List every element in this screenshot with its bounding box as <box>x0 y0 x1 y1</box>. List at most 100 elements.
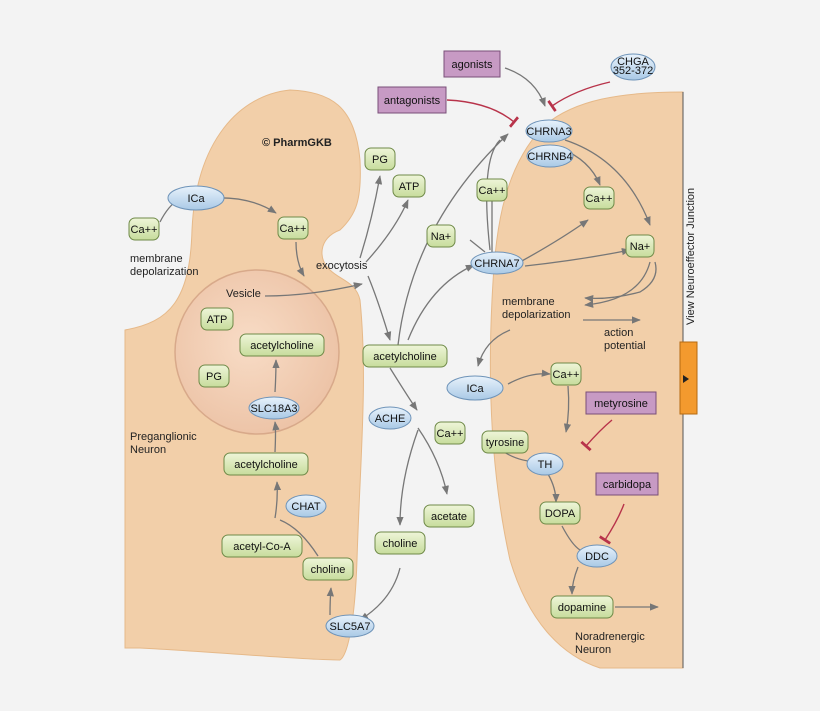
calcium-ion-post-3-label: Ca++ <box>553 369 580 381</box>
svg-text:Preganglionic: Preganglionic <box>130 431 197 443</box>
acetyl-coa[interactable]: acetyl-Co-A <box>221 534 303 558</box>
inhibition-arrows <box>446 81 625 545</box>
ddc-gene-label: DDC <box>585 551 609 563</box>
svg-text:depolarization: depolarization <box>502 309 571 321</box>
atp-cleft[interactable]: ATP <box>392 174 426 198</box>
choline-cleft[interactable]: choline <box>374 531 426 555</box>
acetylcholine-cytoplasm-label: acetylcholine <box>234 459 298 471</box>
chga-gene-label: 352-372 <box>613 65 653 77</box>
chat-gene-label: CHAT <box>291 501 320 513</box>
play-icon <box>683 375 689 383</box>
ddc-gene[interactable]: DDC <box>576 544 618 568</box>
membrane-depolarization-post: membrane depolarization <box>502 296 571 321</box>
sodium-ion-post-1[interactable]: Na+ <box>426 224 456 248</box>
calcium-ion-post-2[interactable]: Ca++ <box>583 186 615 210</box>
svg-text:Neuron: Neuron <box>575 644 611 656</box>
dopamine-label: dopamine <box>558 602 606 614</box>
calcium-ion-post-4-label: Ca++ <box>437 428 464 440</box>
chrna3-gene[interactable]: CHRNA3 <box>525 119 573 143</box>
chrnb4-gene[interactable]: CHRNB4 <box>526 144 574 168</box>
svg-text:action: action <box>604 327 633 339</box>
choline-cleft-label: choline <box>383 538 418 550</box>
pg-cleft[interactable]: PG <box>364 147 396 171</box>
ica-channel-post[interactable]: ICa <box>446 375 504 401</box>
calcium-ion-pre-right[interactable]: Ca++ <box>277 216 309 240</box>
chrna3-gene-label: CHRNA3 <box>526 126 571 138</box>
svg-text:depolarization: depolarization <box>130 266 199 278</box>
acetate[interactable]: acetate <box>423 504 475 528</box>
ica-channel-pre[interactable]: ICa <box>167 185 225 211</box>
chrna7-gene-label: CHRNA7 <box>474 258 519 270</box>
atp-vesicle[interactable]: ATP <box>200 307 234 331</box>
side-panel-tab[interactable] <box>679 341 698 415</box>
atp-cleft-label: ATP <box>399 181 420 193</box>
dopa[interactable]: DOPA <box>539 501 581 525</box>
acetylcholine-cleft[interactable]: acetylcholine <box>362 344 448 368</box>
chrnb4-gene-label: CHRNB4 <box>527 151 572 163</box>
acetylcholine-vesicle[interactable]: acetylcholine <box>239 333 325 357</box>
exocytosis-label: exocytosis <box>316 260 368 272</box>
ache-gene-label: ACHE <box>375 413 406 425</box>
calcium-ion-post-1[interactable]: Ca++ <box>476 178 508 202</box>
carbidopa-drug-label: carbidopa <box>603 479 652 491</box>
chrna7-gene[interactable]: CHRNA7 <box>470 251 524 275</box>
calcium-ion-post-1-label: Ca++ <box>479 185 506 197</box>
atp-vesicle-label: ATP <box>207 314 228 326</box>
tyrosine[interactable]: tyrosine <box>481 430 529 454</box>
acetate-label: acetate <box>431 511 467 523</box>
calcium-ion-post-4[interactable]: Ca++ <box>434 421 466 445</box>
svg-text:membrane: membrane <box>502 296 555 308</box>
tyrosine-label: tyrosine <box>486 437 525 449</box>
sodium-ion-post-2[interactable]: Na+ <box>625 234 655 258</box>
carbidopa-drug[interactable]: carbidopa <box>595 472 659 496</box>
preganglionic-neuron-label: Preganglionic Neuron <box>130 431 197 456</box>
noradrenergic-neuron-label: Noradrenergic Neuron <box>575 631 645 656</box>
slc18a3-gene[interactable]: SLC18A3 <box>248 396 300 420</box>
calcium-ion-post-3[interactable]: Ca++ <box>550 362 582 386</box>
vesicle-label: Vesicle <box>226 288 261 300</box>
membrane-depolarization-pre: membrane depolarization <box>130 253 199 278</box>
slc18a3-gene-label: SLC18A3 <box>250 403 297 415</box>
sodium-ion-post-1-label: Na+ <box>431 231 452 243</box>
acetylcholine-cleft-label: acetylcholine <box>373 351 437 363</box>
dopa-label: DOPA <box>545 508 576 520</box>
th-gene-label: TH <box>538 459 553 471</box>
calcium-ion-post-2-label: Ca++ <box>586 193 613 205</box>
action-potential-label: action potential <box>604 327 646 352</box>
pg-vesicle[interactable]: PG <box>198 364 230 388</box>
ache-gene[interactable]: ACHE <box>368 406 412 430</box>
pg-vesicle-label: PG <box>206 371 222 383</box>
slc5a7-gene[interactable]: SLC5A7 <box>325 614 375 638</box>
acetylcholine-cytoplasm[interactable]: acetylcholine <box>223 452 309 476</box>
antagonists-drug-label: antagonists <box>384 95 441 107</box>
agonists-drug[interactable]: agonists <box>443 50 501 78</box>
chga-gene-label: CHGA <box>617 56 649 68</box>
choline-pre[interactable]: choline <box>302 557 354 581</box>
ica-channel-pre-label: ICa <box>187 193 205 205</box>
calcium-ion-pre-right-label: Ca++ <box>280 223 307 235</box>
view-neuroeffector-junction-link[interactable]: View Neuroeffector Junction <box>685 188 697 325</box>
slc5a7-gene-label: SLC5A7 <box>330 621 371 633</box>
metyrosine-drug[interactable]: metyrosine <box>585 391 657 415</box>
watermark: © PharmGKB <box>262 137 332 149</box>
dopamine[interactable]: dopamine <box>550 595 614 619</box>
pg-cleft-label: PG <box>372 154 388 166</box>
acetylcholine-vesicle-label: acetylcholine <box>250 340 314 352</box>
acetyl-coa-label: acetyl-Co-A <box>233 541 291 553</box>
agonists-drug-label: agonists <box>452 59 493 71</box>
metyrosine-drug-label: metyrosine <box>594 398 648 410</box>
choline-pre-label: choline <box>311 564 346 576</box>
sodium-ion-post-2-label: Na+ <box>630 241 651 253</box>
svg-text:Neuron: Neuron <box>130 444 166 456</box>
chat-gene[interactable]: CHAT <box>285 494 327 518</box>
noradrenergic-neuron-body <box>489 91 684 669</box>
calcium-ion-pre-left[interactable]: Ca++ <box>128 217 160 241</box>
ica-channel-post-label: ICa <box>466 383 484 395</box>
th-gene[interactable]: TH <box>526 452 564 476</box>
antagonists-drug[interactable]: antagonists <box>377 86 447 114</box>
svg-text:potential: potential <box>604 340 646 352</box>
calcium-ion-pre-left-label: Ca++ <box>131 224 158 236</box>
